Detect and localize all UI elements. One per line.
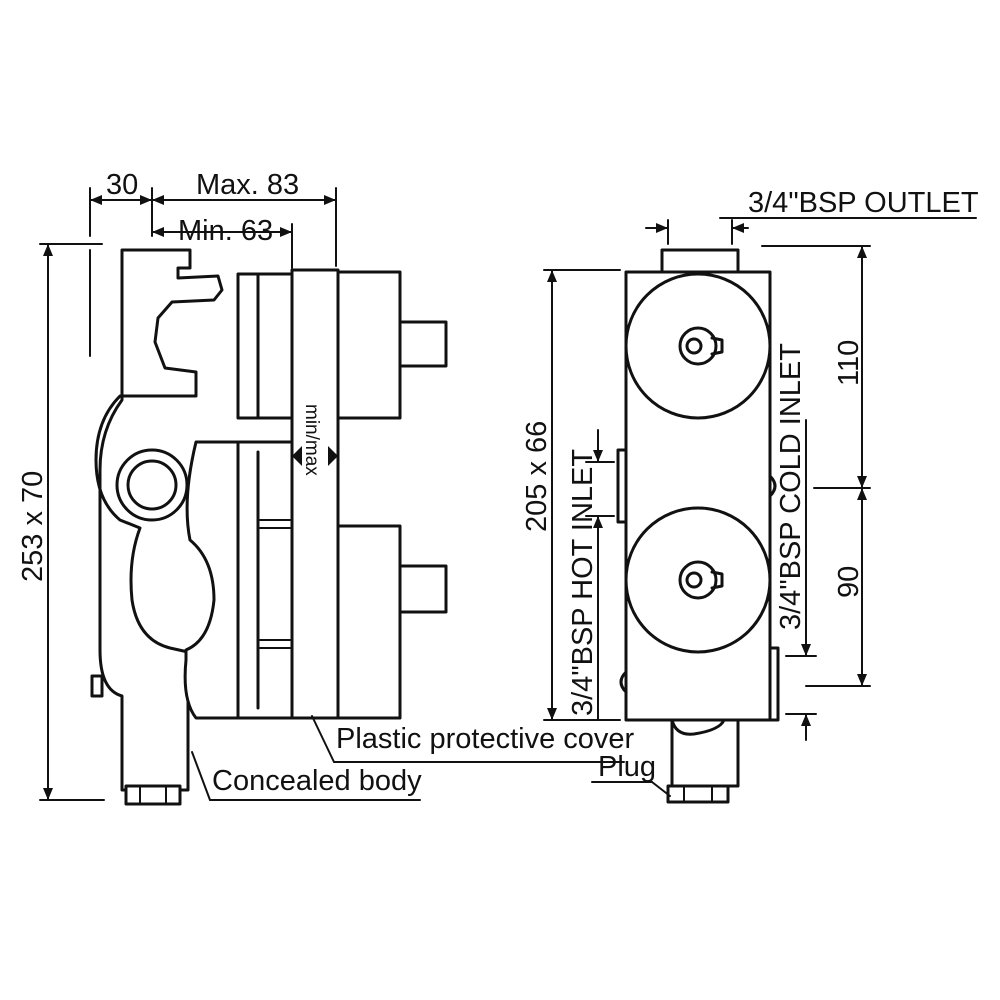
side-port-inner bbox=[126, 459, 178, 511]
lower-spindle-housing bbox=[336, 524, 402, 720]
concealed-body-outline bbox=[94, 248, 224, 792]
front-view: 3/4"BSP OUTLET 205 x 66 3/4"BSP HOT INLE… bbox=[521, 187, 979, 804]
upper-spindle-housing bbox=[336, 270, 402, 420]
upper-dial-pin bbox=[685, 337, 703, 355]
dim-110-label: 110 bbox=[833, 340, 865, 386]
upper-dial-boss bbox=[678, 326, 718, 366]
concealed-body-label: Concealed body bbox=[212, 765, 422, 797]
hot-inlet-mark bbox=[616, 448, 628, 524]
lower-dial-boss bbox=[678, 560, 718, 600]
lower-spindle bbox=[398, 564, 448, 614]
minmax-arrow-right bbox=[328, 446, 338, 466]
outlet-stub bbox=[660, 248, 740, 276]
dim-90-label: 90 bbox=[833, 566, 865, 598]
dim-min63-label: Min. 63 bbox=[178, 215, 273, 247]
plug-nut bbox=[666, 784, 730, 804]
body-tab bbox=[90, 674, 104, 698]
minmax-arrow-left bbox=[292, 446, 302, 466]
dim-max83-label: Max. 83 bbox=[196, 169, 299, 201]
cold-inlet-mark bbox=[768, 646, 780, 722]
dim-205x66-label: 205 x 66 bbox=[521, 421, 553, 532]
bottom-nut bbox=[124, 784, 182, 806]
plug-label: Plug bbox=[598, 751, 656, 783]
upper-flange bbox=[236, 272, 296, 420]
cold-inlet-label: 3/4"BSP COLD INLET bbox=[775, 343, 807, 630]
plug-body bbox=[670, 718, 740, 788]
minmax-label: min/max bbox=[301, 404, 322, 476]
side-view: min/max 30 Max. 83 Min. 63 253 x 70 Plas… bbox=[17, 169, 635, 806]
plastic-cover-label: Plastic protective cover bbox=[336, 723, 635, 755]
hot-inlet-label: 3/4"BSP HOT INLET bbox=[567, 449, 599, 716]
dim-30-label: 30 bbox=[106, 169, 138, 201]
upper-spindle bbox=[398, 320, 448, 368]
dim-253x70-label: 253 x 70 bbox=[17, 471, 49, 582]
outlet-label: 3/4"BSP OUTLET bbox=[748, 187, 979, 219]
lower-dial-pin bbox=[685, 571, 703, 589]
plastic-protective-cover bbox=[290, 268, 340, 720]
